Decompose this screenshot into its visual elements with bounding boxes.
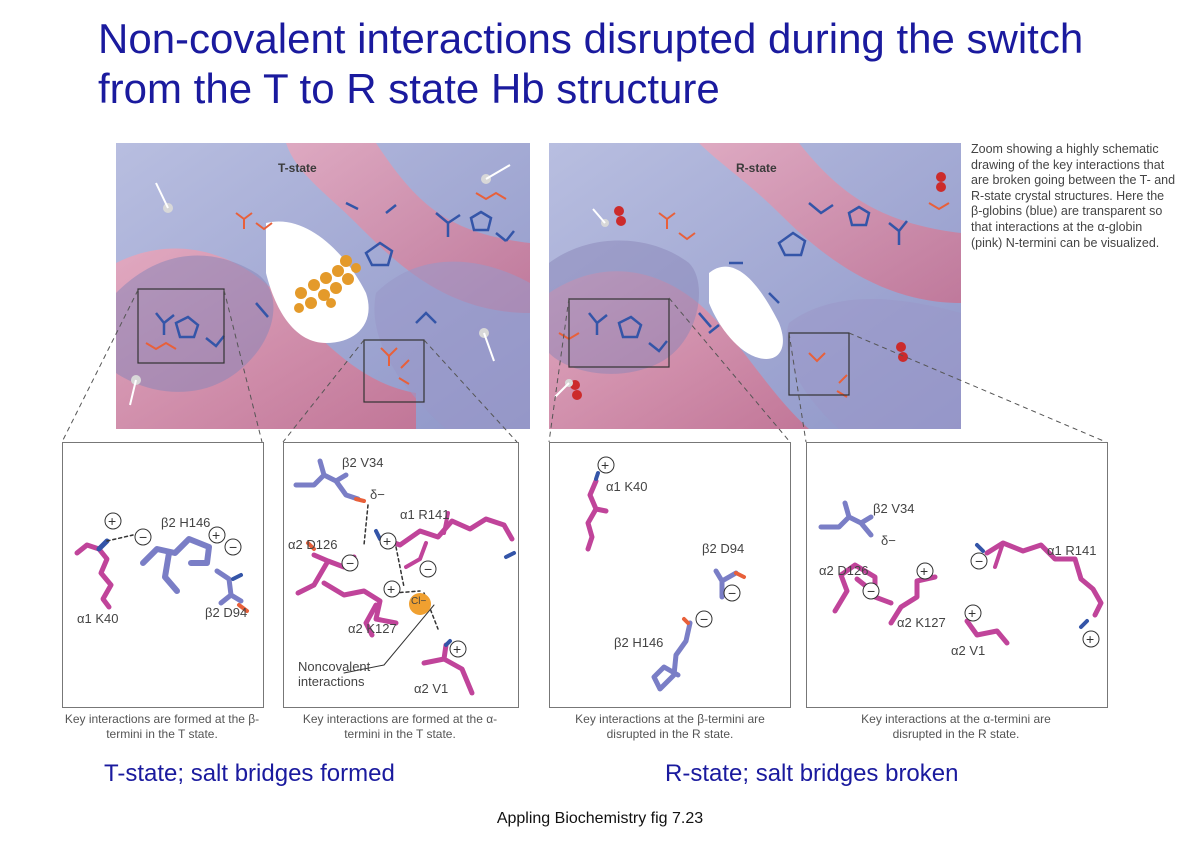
label-a2-v1: α2 V1 [951,643,986,658]
blue-residues [155,201,515,348]
detail-t-alpha-termini: + − − + + β2 V34 δ− α1 R141 α2 D126 α2 K… [283,442,519,708]
zoom-box-beta-termini [568,298,670,368]
svg-text:+: + [601,457,609,473]
caption-t-alpha: Key interactions are formed at the α-ter… [302,712,498,741]
label-b2-h146: β2 H146 [614,635,664,650]
caption-r-beta: Key interactions at the β-termini are di… [575,712,765,741]
detail-r-beta-termini: + − − α1 K40 β2 D94 β2 H146 [549,442,791,708]
red-residues [145,191,507,385]
label-a2-k127: α2 K127 [348,621,397,636]
svg-text:−: − [700,611,708,627]
label-a2-d126: α2 D126 [819,563,869,578]
svg-text:+: + [383,533,391,549]
label-delta-minus: δ− [881,533,896,548]
svg-text:+: + [212,527,220,543]
svg-text:−: − [139,529,147,545]
chloride-ion [409,593,431,615]
svg-text:+: + [968,605,976,621]
label-a1-k40: α1 K40 [77,611,119,626]
blue-residues [588,202,908,353]
bpg-molecule [294,255,361,313]
label-a1-k40: α1 K40 [606,479,648,494]
svg-text:−: − [867,583,875,599]
label-a2-v1: α2 V1 [414,681,449,696]
svg-text:−: − [975,553,983,569]
svg-text:+: + [387,581,395,597]
caption-t-beta: Key interactions are formed at the β-ter… [64,712,260,741]
r-state-label: R-state [736,161,777,175]
zoom-note: Zoom showing a highly schematic drawing … [971,142,1176,250]
figure-source: Appling Biochemistry fig 7.23 [496,810,704,827]
svg-text:−: − [728,585,736,601]
water-molecules [129,164,511,406]
label-noncovalent-interactions: Noncovalent interactions [298,659,371,689]
label-a2-d126: α2 D126 [288,537,338,552]
detail-r-alpha-termini: − − + + + β2 V34 δ− α1 R141 α2 D126 α2 K… [806,442,1108,708]
r-state-overview: R-state [549,143,961,429]
label-delta-minus: δ− [370,487,385,502]
label-b2-v34: β2 V34 [342,455,384,470]
svg-text:+: + [108,513,116,529]
label-b2-d94: β2 D94 [702,541,745,556]
label-b2-v34: β2 V34 [873,501,915,516]
caption-r-alpha: Key interactions at the α-termini are di… [861,712,1051,741]
r-state-summary: R-state; salt bridges broken [665,760,959,787]
label-a1-r141: α1 R141 [1047,543,1097,558]
t-state-label: T-state [278,161,317,175]
label-a2-k127: α2 K127 [897,615,946,630]
detail-t-beta-termini: + − + − β2 H146 α1 K40 β2 D94 [62,442,264,708]
oxygen-molecules [554,172,946,400]
zoom-box-beta-termini [137,288,225,364]
svg-text:−: − [424,561,432,577]
svg-text:+: + [1086,631,1094,647]
label-a1-r141: α1 R141 [400,507,450,522]
svg-text:+: + [920,563,928,579]
svg-text:+: + [453,641,461,657]
svg-text:−: − [346,555,354,571]
svg-text:−: − [229,539,237,555]
zoom-box-alpha-termini [788,332,850,396]
slide-title: Non-covalent interactions disrupted duri… [98,15,1084,112]
label-b2-d94: β2 D94 [205,605,248,620]
t-state-overview: T-state [116,143,530,429]
zoom-box-alpha-termini [363,339,425,403]
t-state-summary: T-state; salt bridges formed [104,760,395,787]
label-chloride: Cl− [411,596,427,607]
label-b2-h146: β2 H146 [161,515,211,530]
